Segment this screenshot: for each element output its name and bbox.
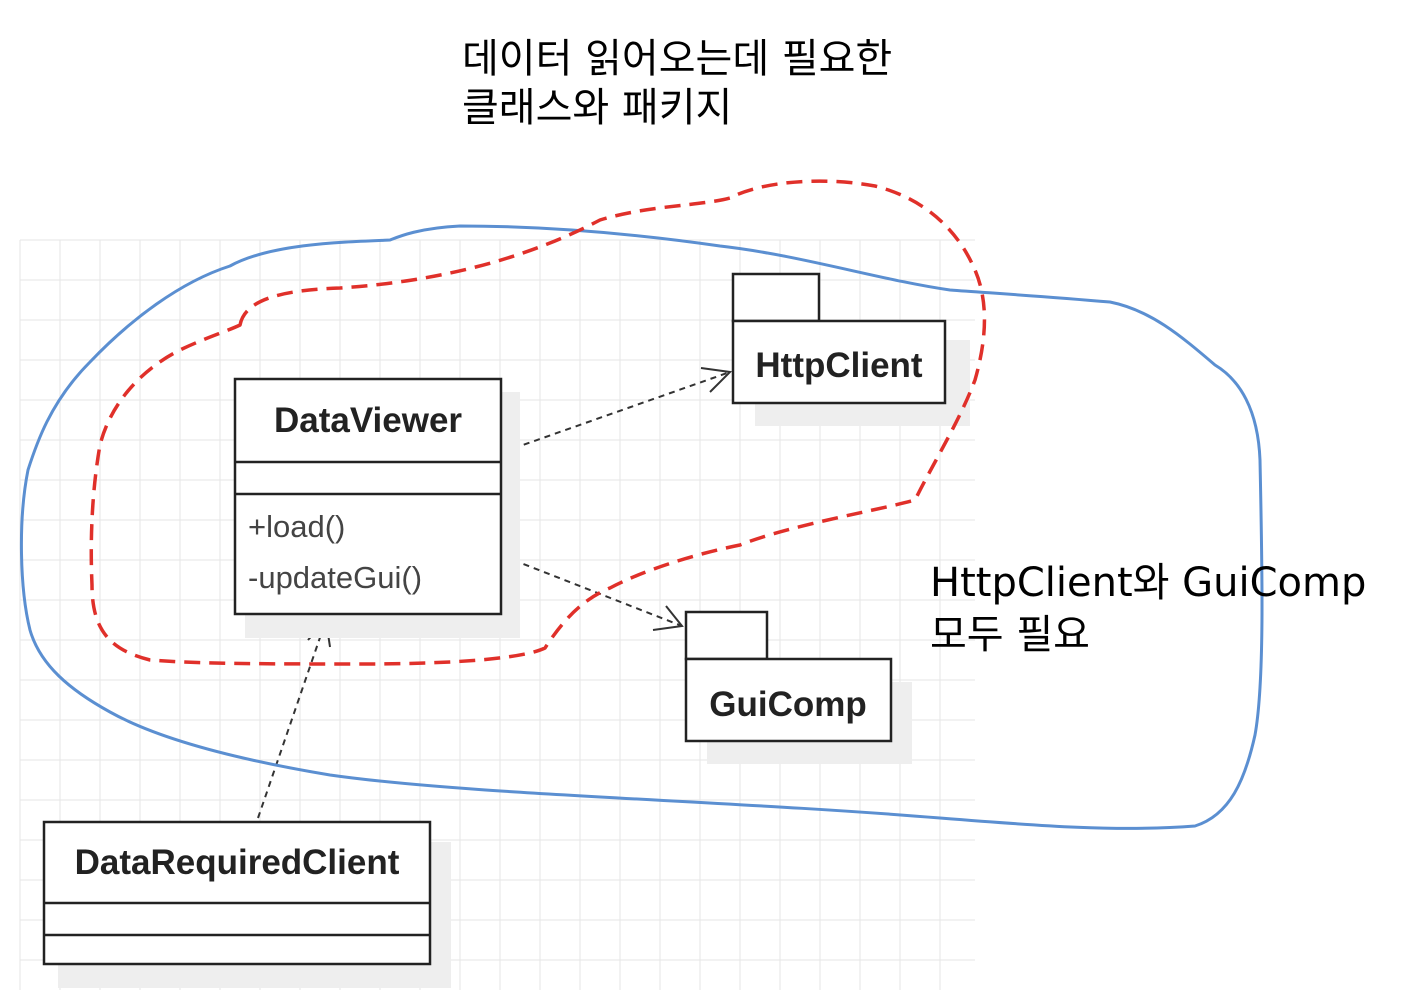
dependency-dataviewer-to-guicomp [502, 555, 684, 631]
class-datarequiredclient-name: DataRequiredClient [75, 843, 400, 882]
package-httpclient-name: HttpClient [755, 346, 923, 385]
red-dashed-freehand-loop [89, 179, 987, 666]
annotation-side-line1: HttpClient와 GuiComp [930, 560, 1366, 606]
class-datarequiredclient[interactable]: DataRequiredClient [42, 820, 451, 988]
package-guicomp[interactable]: GuiComp [684, 610, 912, 764]
dependency-datarequiredclient-to-dataviewer [257, 617, 331, 819]
operation-load: +load() [248, 509, 345, 544]
annotation-side-line2: 모두 필요 [930, 612, 1090, 658]
dependency-dataviewer-to-httpclient [502, 367, 733, 453]
class-dataviewer[interactable]: DataViewer +load() -updateGui() [233, 377, 520, 638]
annotation-top-line1: 데이터 읽어오는데 필요한 [462, 36, 892, 82]
blue-freehand-loop [19, 224, 1264, 830]
annotation-top-line2: 클래스와 패키지 [462, 85, 732, 131]
package-guicomp-name: GuiComp [709, 685, 866, 724]
operation-update-gui: -updateGui() [248, 560, 422, 595]
class-dataviewer-name: DataViewer [274, 401, 462, 440]
package-httpclient[interactable]: HttpClient [731, 272, 970, 426]
package-guicomp-tab [684, 610, 769, 661]
package-httpclient-tab [731, 272, 821, 323]
